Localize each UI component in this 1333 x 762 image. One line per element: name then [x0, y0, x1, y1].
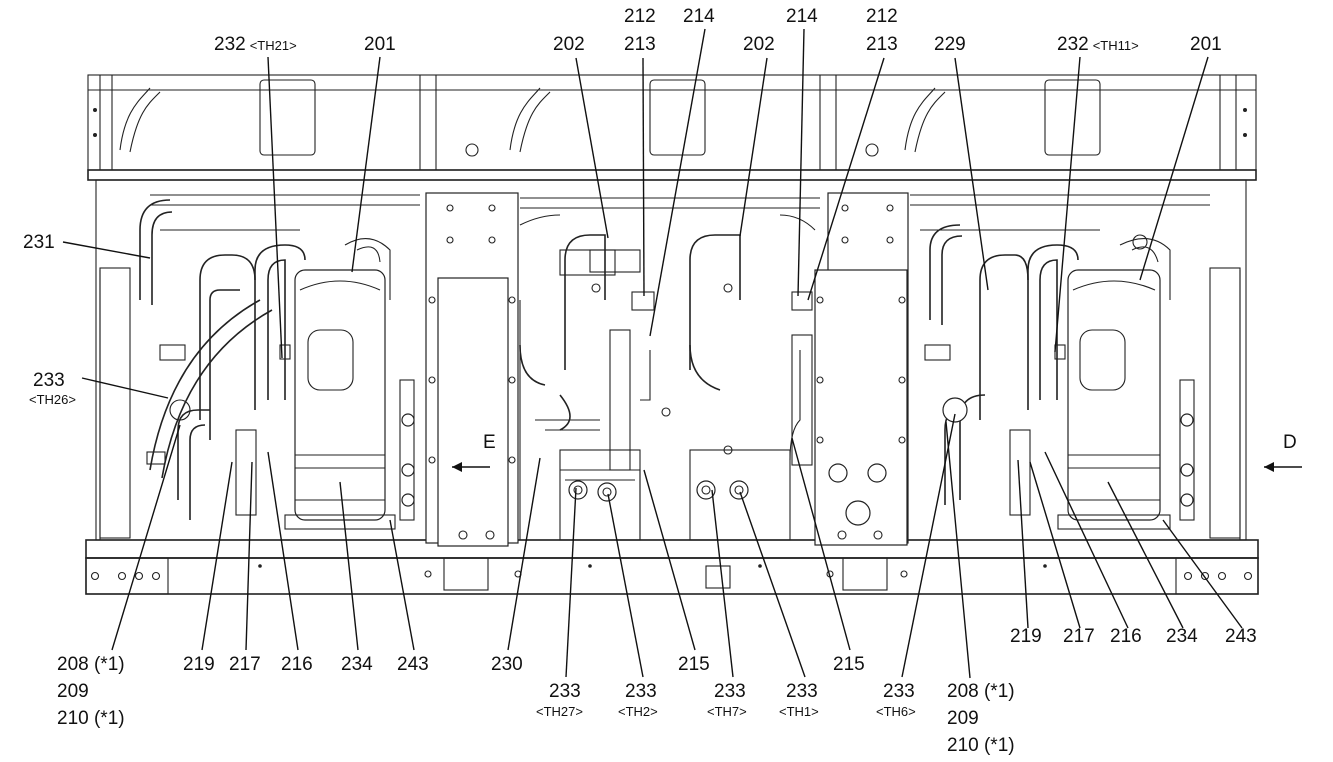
left-compressor [284, 269, 396, 530]
label-233-th26-tag: <TH26> [29, 392, 76, 407]
right-piping [924, 224, 1195, 521]
label-233-th1: 233 [786, 681, 818, 702]
label-201-left: 201 [364, 34, 396, 55]
label-208-left: 208 (*1) [57, 654, 125, 675]
label-233-th7-tag: <TH7> [707, 704, 747, 719]
label-209-left: 209 [57, 681, 89, 702]
label-230: 230 [491, 654, 523, 675]
label-233-th7: 233 [714, 681, 746, 702]
right-compressor [1057, 269, 1171, 530]
callout-labels: 232<TH21> 201 202 212 213 214 202 214 21… [23, 6, 1297, 756]
top-coil-section [87, 74, 1257, 171]
leader-lines [62, 28, 1243, 679]
label-232-th11: 232<TH11> [1057, 34, 1139, 55]
label-210-right: 210 (*1) [947, 735, 1015, 756]
label-243-right: 243 [1225, 626, 1257, 647]
label-215-left: 215 [678, 654, 710, 675]
flow-arrow-e [452, 462, 490, 472]
flow-arrow-d [1264, 462, 1302, 472]
label-233-th26: 233 [33, 370, 65, 391]
label-233-th27: 233 [549, 681, 581, 702]
label-209-right: 209 [947, 708, 979, 729]
label-210-left: 210 (*1) [57, 708, 125, 729]
label-215-right: 215 [833, 654, 865, 675]
label-243-left: 243 [397, 654, 429, 675]
label-216-right: 216 [1110, 626, 1142, 647]
label-208-right: 208 (*1) [947, 681, 1015, 702]
label-202-left: 202 [553, 34, 585, 55]
label-233-th6: 233 [883, 681, 915, 702]
label-233-th27-tag: <TH27> [536, 704, 583, 719]
label-212-right: 212 [866, 6, 898, 27]
center-right-panel [814, 192, 909, 546]
label-202-right: 202 [743, 34, 775, 55]
label-233-th2-tag: <TH2> [618, 704, 658, 719]
label-219-right: 219 [1010, 626, 1042, 647]
label-233-th6-tag: <TH6> [876, 704, 916, 719]
label-213-right: 213 [866, 34, 898, 55]
center-piping [519, 214, 816, 541]
label-231: 231 [23, 232, 55, 253]
label-234-right: 234 [1166, 626, 1198, 647]
flow-label-d: D [1283, 432, 1297, 453]
flow-label-e: E [483, 432, 496, 453]
label-216-left: 216 [281, 654, 313, 675]
label-229: 229 [934, 34, 966, 55]
center-left-panel [425, 192, 519, 547]
label-201-right: 201 [1190, 34, 1222, 55]
label-214-right: 214 [786, 6, 818, 27]
label-212-left: 212 [624, 6, 656, 27]
left-piping [139, 199, 415, 521]
unit-drawing [85, 74, 1259, 595]
label-233-th2: 233 [625, 681, 657, 702]
label-219-left: 219 [183, 654, 215, 675]
label-213-left: 213 [624, 34, 656, 55]
label-217-left: 217 [229, 654, 261, 675]
label-234-left: 234 [341, 654, 373, 675]
label-233-th1-tag: <TH1> [779, 704, 819, 719]
label-214-left: 214 [683, 6, 715, 27]
label-232-th21: 232<TH21> [214, 34, 297, 55]
label-217-right: 217 [1063, 626, 1095, 647]
base-rail [85, 539, 1259, 595]
